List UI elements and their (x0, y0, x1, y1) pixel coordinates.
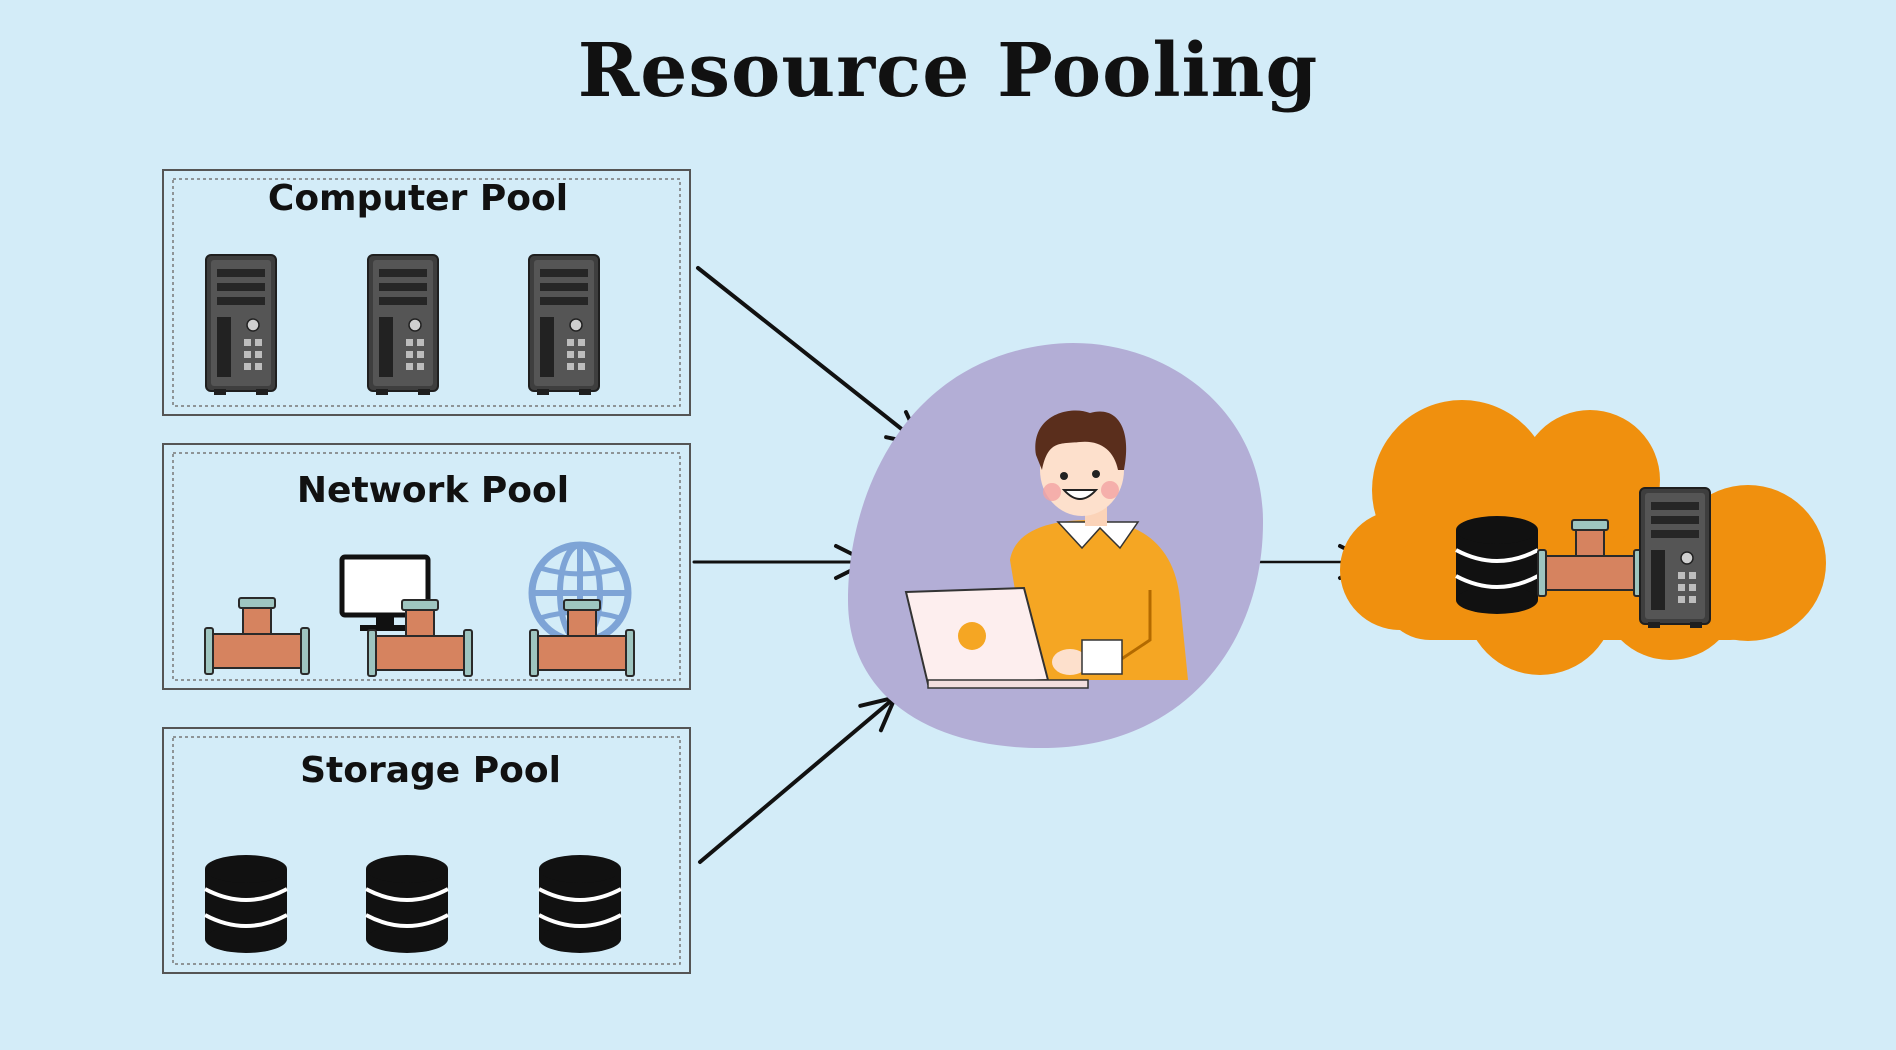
database-icon (364, 853, 450, 955)
storage-pool-box (162, 727, 691, 974)
arrow-computer-to-user (696, 266, 924, 447)
arrow-storage-to-user (698, 695, 898, 864)
monitor-pipe-icon (339, 554, 473, 677)
server-tower-icon (1639, 487, 1711, 629)
globe-pipe-icon (528, 541, 635, 677)
network-pool-box (162, 443, 691, 690)
cloud-icon (1340, 400, 1826, 675)
database-icon (537, 853, 623, 955)
network-pool-label: Network Pool (296, 470, 570, 511)
server-tower-icon (367, 254, 439, 396)
database-icon (203, 853, 289, 955)
server-tower-icon (528, 254, 600, 396)
server-tower-icon (205, 254, 277, 396)
person-with-laptop-icon (848, 342, 1264, 749)
computer-pool-box (162, 169, 691, 416)
database-icon (1454, 514, 1540, 616)
storage-pool-label: Storage Pool (300, 750, 561, 791)
pipe-tee-icon (204, 597, 310, 675)
page-title: Resource Pooling (577, 28, 1319, 114)
computer-pool-label: Computer Pool (267, 178, 569, 219)
